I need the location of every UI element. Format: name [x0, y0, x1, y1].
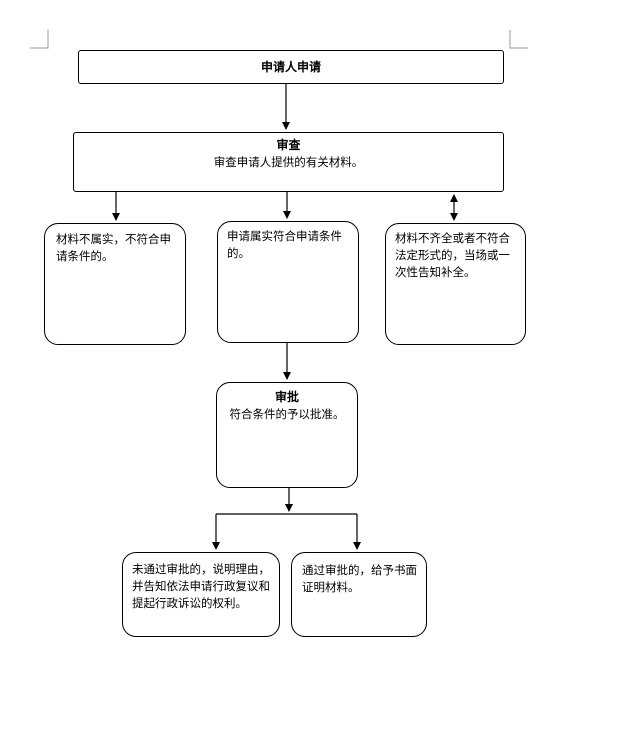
node-text: 未通过审批的，说明理由，并告知依法申请行政复议和提起行政诉讼的权利。 — [132, 562, 270, 610]
node-review: 审查 审查申请人提供的有关材料。 — [73, 132, 504, 192]
node-text: 通过审批的，给予书面证明材料。 — [302, 563, 417, 594]
node-approval-failed: 未通过审批的，说明理由，并告知依法申请行政复议和提起行政诉讼的权利。 — [122, 552, 280, 637]
node-material-valid: 申请属实符合申请条件的。 — [217, 221, 359, 343]
node-applicant-apply: 申请人申请 — [78, 50, 504, 84]
node-material-incomplete: 材料不齐全或者不符合法定形式的，当场或一次性告知补全。 — [385, 223, 526, 345]
node-text: 申请属实符合申请条件的。 — [227, 229, 342, 260]
node-text: 符合条件的予以批准。 — [229, 407, 345, 421]
node-text: 材料不属实，不符合申请条件的。 — [56, 232, 171, 263]
node-approval: 审批 符合条件的予以批准。 — [216, 382, 358, 488]
node-approval-passed: 通过审批的，给予书面证明材料。 — [291, 552, 427, 637]
node-text: 审查申请人提供的有关材料。 — [213, 155, 364, 169]
page-corner-marks — [30, 30, 528, 49]
node-title: 申请人申请 — [260, 60, 321, 74]
node-title: 审批 — [274, 390, 299, 404]
node-title: 审查 — [276, 138, 301, 152]
node-material-false: 材料不属实，不符合申请条件的。 — [44, 223, 186, 345]
node-text: 材料不齐全或者不符合法定形式的，当场或一次性告知补全。 — [395, 231, 510, 279]
